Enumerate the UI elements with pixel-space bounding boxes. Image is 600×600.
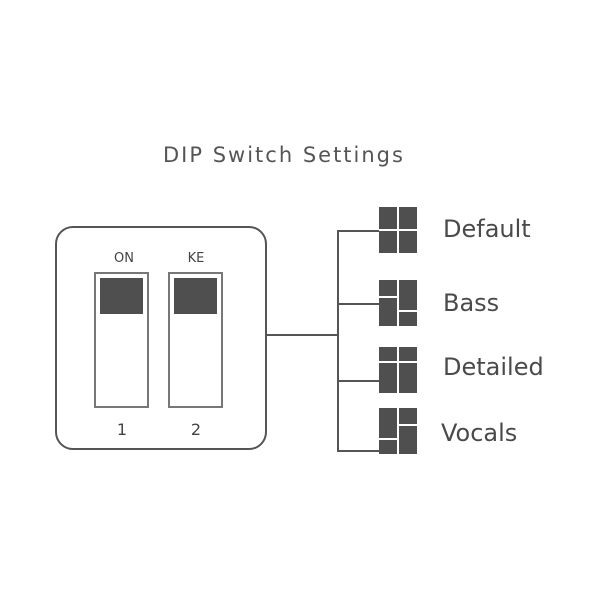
grid-quad-icon: [379, 207, 417, 253]
switch-1-number: 1: [116, 420, 128, 439]
switch-2-knob: [174, 278, 217, 314]
dip-switch-1[interactable]: [94, 272, 149, 408]
grid-bass-icon: [379, 280, 417, 326]
option-label-bass: Bass: [443, 289, 500, 317]
switch-1-knob: [100, 278, 143, 314]
grid-detailed-icon: [379, 347, 417, 393]
dip-switch-2[interactable]: [168, 272, 223, 408]
connector-vocals: [337, 450, 379, 452]
option-label-detailed: Detailed: [443, 353, 544, 381]
switch-2-number: 2: [190, 420, 202, 439]
grid-vocals-icon: [379, 408, 417, 454]
connector-detailed: [337, 380, 379, 382]
connector-horizontal: [267, 334, 339, 336]
connector-bass: [337, 303, 379, 305]
switch-2-top-label: KE: [187, 251, 205, 266]
option-label-vocals: Vocals: [441, 419, 518, 447]
connector-vertical: [337, 230, 339, 452]
switch-1-top-label: ON: [114, 251, 134, 266]
option-label-default: Default: [443, 215, 531, 243]
diagram-title: DIP Switch Settings: [163, 143, 405, 167]
dip-switch-panel: [55, 226, 267, 450]
connector-default: [337, 230, 379, 232]
